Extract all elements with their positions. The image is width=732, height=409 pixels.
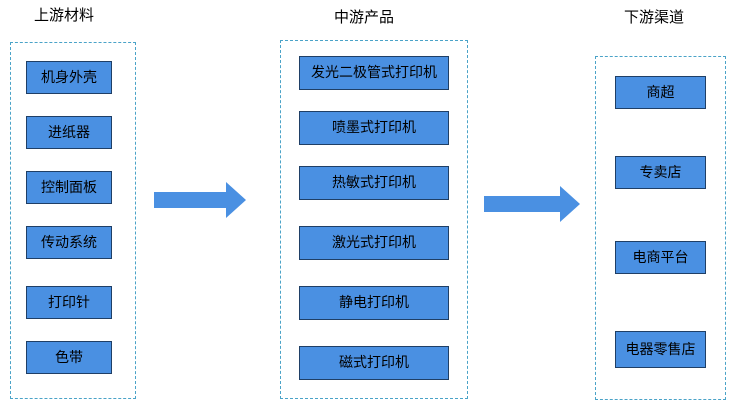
midstream-group [280,40,468,399]
upstream-item-transmission: 传动系统 [26,226,112,259]
midstream-title: 中游产品 [334,8,395,26]
downstream-item-appliance-retailer: 电器零售店 [615,331,706,368]
midstream-item-inkjet-printer: 喷墨式打印机 [299,111,449,145]
downstream-item-supermarket: 商超 [615,76,706,109]
upstream-item-paper-feeder: 进纸器 [26,116,112,149]
downstream-item-specialty-store: 专卖店 [615,156,706,189]
downstream-group [595,56,726,400]
midstream-item-thermal-printer: 热敏式打印机 [299,166,449,200]
upstream-item-shell: 机身外壳 [26,61,112,94]
upstream-title: 上游材料 [34,6,95,24]
midstream-item-electrostatic-printer: 静电打印机 [299,286,449,320]
midstream-item-laser-printer: 激光式打印机 [299,226,449,260]
upstream-item-ribbon: 色带 [26,341,112,374]
downstream-title: 下游渠道 [624,8,685,26]
midstream-item-magnetic-printer: 磁式打印机 [299,346,449,380]
flow-arrow-upstream-to-midstream [154,182,246,218]
upstream-item-control-panel: 控制面板 [26,171,112,204]
downstream-item-ecommerce: 电商平台 [615,241,706,274]
upstream-group [10,42,136,399]
upstream-item-print-needle: 打印针 [26,286,112,319]
midstream-item-led-printer: 发光二极管式打印机 [299,56,449,90]
flow-arrow-midstream-to-downstream [484,186,580,222]
